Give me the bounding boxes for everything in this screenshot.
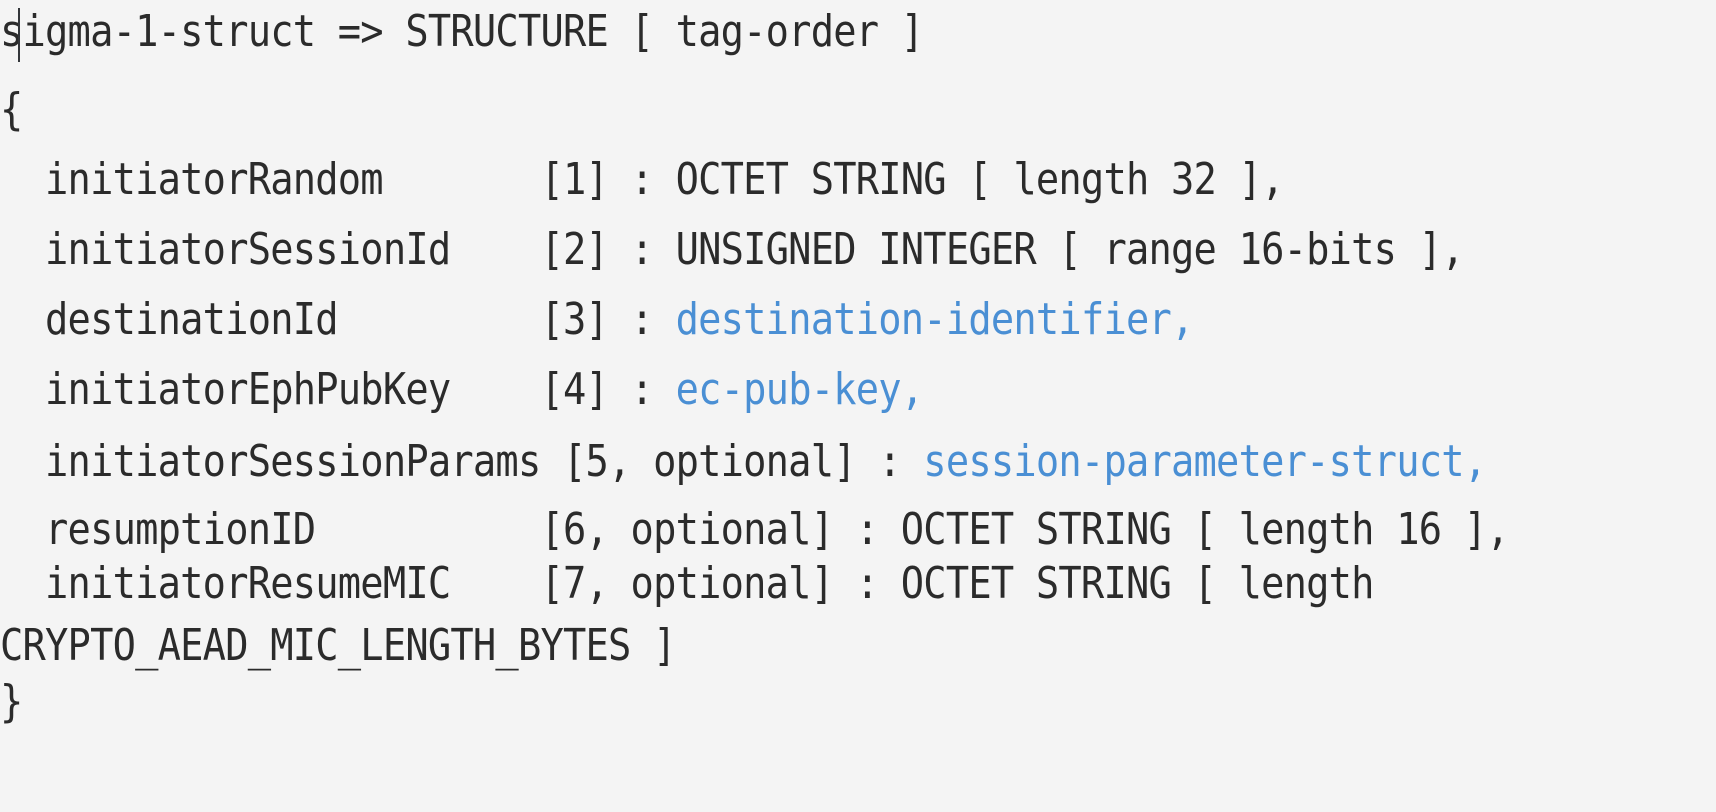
line-open-brace: {	[0, 88, 23, 132]
code-text: resumptionID [6, optional] : OCTET STRIN…	[0, 504, 1510, 555]
line-close-brace: }	[0, 680, 23, 724]
line-field-7-wrap: CRYPTO_AEAD_MIC_LENGTH_BYTES ]	[0, 624, 676, 668]
code-text: {	[0, 84, 23, 135]
code-text: }	[0, 676, 23, 727]
line-field-5: initiatorSessionParams [5, optional] : s…	[0, 440, 1487, 484]
code-text: CRYPTO_AEAD_MIC_LENGTH_BYTES ]	[0, 620, 676, 671]
type-reference-link[interactable]: destination-identifier,	[675, 294, 1195, 345]
code-text: initiatorSessionParams [5, optional] :	[0, 436, 924, 487]
type-reference-link[interactable]: ec-pub-key,	[675, 364, 925, 415]
line-field-1: initiatorRandom [1] : OCTET STRING [ len…	[0, 158, 1284, 202]
text-caret	[18, 8, 20, 62]
code-text: sigma-1-struct => STRUCTURE [ tag-order …	[0, 6, 924, 57]
line-field-6: resumptionID [6, optional] : OCTET STRIN…	[0, 508, 1510, 552]
line-header: sigma-1-struct => STRUCTURE [ tag-order …	[0, 10, 924, 54]
type-reference-link[interactable]: session-parameter-struct,	[923, 436, 1487, 487]
code-text: destinationId [3] :	[0, 294, 676, 345]
code-text: initiatorRandom [1] : OCTET STRING [ len…	[0, 154, 1284, 205]
line-field-4: initiatorEphPubKey [4] : ec-pub-key,	[0, 368, 924, 412]
code-text: initiatorResumeMIC [7, optional] : OCTET…	[0, 558, 1374, 609]
code-text: initiatorEphPubKey [4] :	[0, 364, 676, 415]
code-text: initiatorSessionId [2] : UNSIGNED INTEGE…	[0, 224, 1465, 275]
line-field-7: initiatorResumeMIC [7, optional] : OCTET…	[0, 562, 1374, 606]
line-field-2: initiatorSessionId [2] : UNSIGNED INTEGE…	[0, 228, 1465, 272]
line-field-3: destinationId [3] : destination-identifi…	[0, 298, 1194, 342]
